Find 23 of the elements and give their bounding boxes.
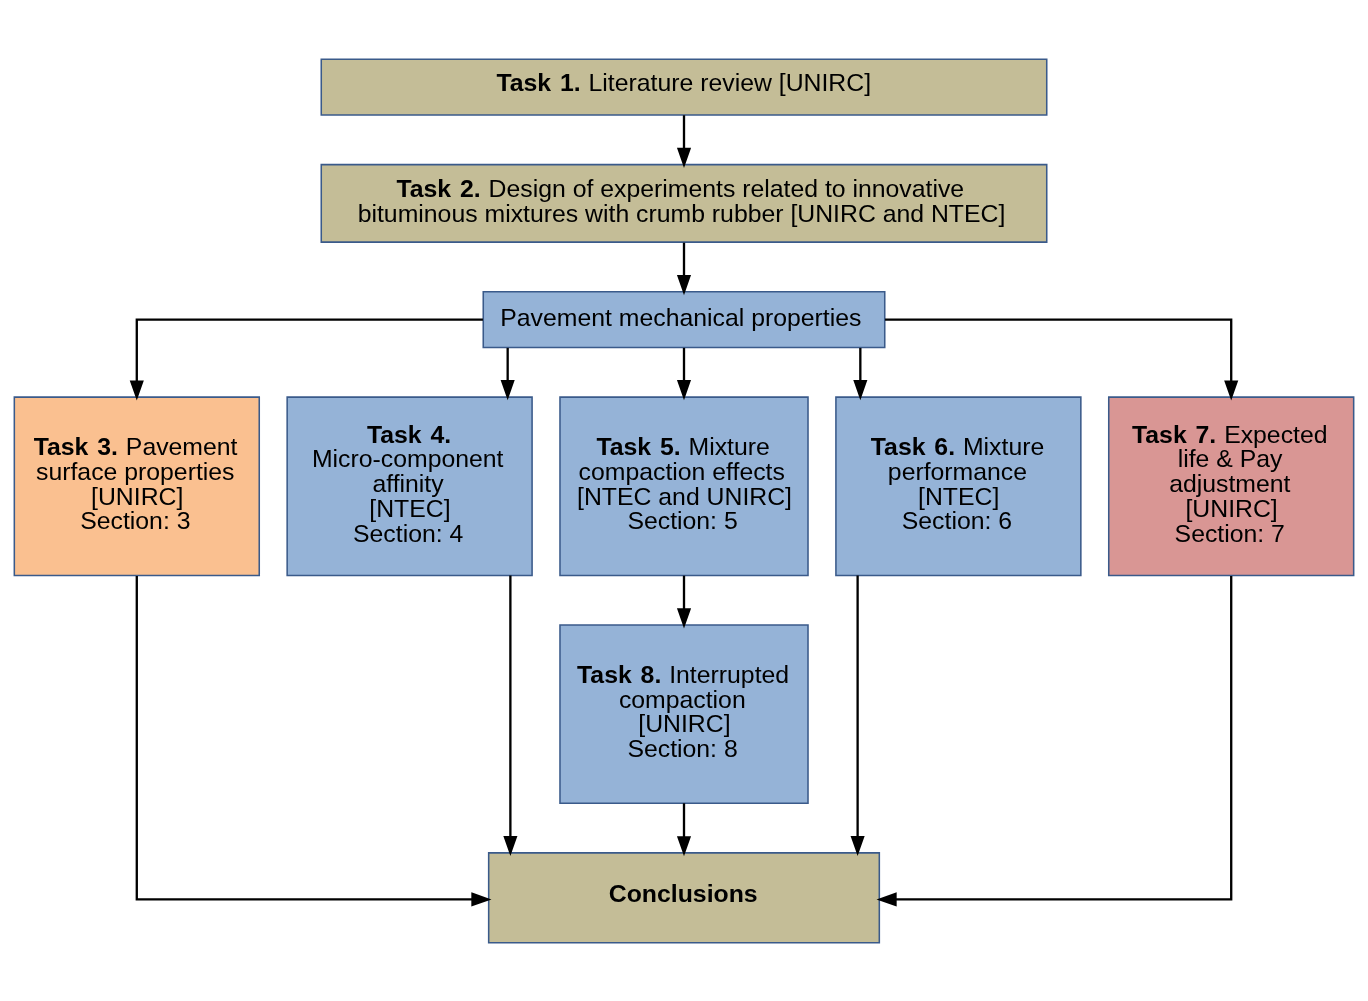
arrow xyxy=(676,802,692,856)
arrow xyxy=(135,575,492,906)
arrow xyxy=(676,347,692,400)
node-box: Task 2. Design of experiments related to innovative bituminous mixtures with crumb rubber [UNIRC and NTEC] xyxy=(320,163,1048,243)
arrow xyxy=(503,575,518,856)
node-box: Conclusions xyxy=(487,851,881,944)
node-box: Task 7. Expected life & Pay adjustment [UNIRC] Section: 7 xyxy=(1107,395,1355,576)
node-box: Task 1. Literature review [UNIRC] xyxy=(320,57,1048,116)
node-box: Pavement mechanical properties xyxy=(482,290,886,348)
node-box: Task 3. Pavement surface properties [UNIRC] Section: 3 xyxy=(13,395,261,576)
arrow xyxy=(500,347,515,400)
arrow xyxy=(876,575,1233,906)
node-box: Task 6. Mixture performance [NTEC] Section: 6 xyxy=(835,395,1082,576)
arrow xyxy=(676,575,692,629)
arrow xyxy=(129,317,483,401)
arrow xyxy=(850,575,865,856)
node-box: Task 4. Micro-component affinity [NTEC] Section: 4 xyxy=(286,395,533,576)
arrow xyxy=(853,347,868,400)
node-box: Task 5. Mixture compaction effects [NTEC and UNIRC] Section: 5 xyxy=(559,395,809,576)
arrow xyxy=(885,317,1239,401)
arrow xyxy=(676,242,692,295)
arrow xyxy=(676,114,692,168)
node-box: Task 8. Interrupted compaction [UNIRC] Section: 8 xyxy=(559,623,809,804)
